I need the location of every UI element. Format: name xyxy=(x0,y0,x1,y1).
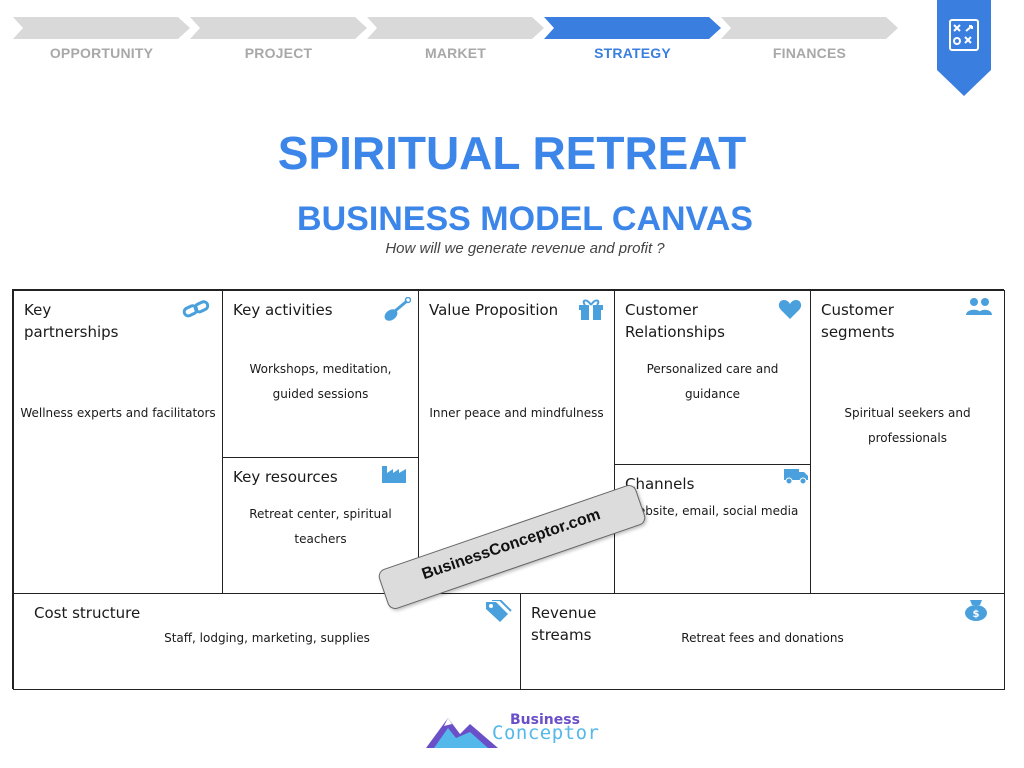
page-title: SPIRITUAL RETREAT xyxy=(277,127,747,179)
cell-title: Customer segments xyxy=(821,301,895,341)
factory-icon xyxy=(382,466,406,483)
strategy-bookmark[interactable] xyxy=(937,0,991,96)
progress-nav: OPPORTUNITY PROJECT MARKET STRATEGY FINA… xyxy=(13,17,898,63)
cell-title: Key activities xyxy=(233,301,333,319)
step-label: FINANCES xyxy=(772,45,847,61)
business-model-canvas: Key partnerships Wellness experts and fa… xyxy=(12,289,1005,690)
tag-icon xyxy=(486,600,512,622)
users-icon xyxy=(966,298,992,315)
step-opportunity[interactable]: OPPORTUNITY xyxy=(13,17,190,63)
cell-customer-relationships: Customer Relationships Personalized care… xyxy=(614,290,811,465)
step-finances[interactable]: FINANCES xyxy=(721,17,898,63)
cell-title: Revenue streams xyxy=(531,604,597,644)
cell-body: Inner peace and mindfulness xyxy=(429,406,604,420)
link-icon xyxy=(182,300,210,318)
step-project[interactable]: PROJECT xyxy=(190,17,367,63)
step-label: PROJECT xyxy=(244,45,313,61)
cell-body: Retreat fees and donations xyxy=(681,631,844,645)
cell-key-partnerships: Key partnerships Wellness experts and fa… xyxy=(13,290,223,594)
step-label: MARKET xyxy=(424,45,487,61)
cell-key-activities: Key activities Workshops, meditation, gu… xyxy=(222,290,419,458)
heart-icon xyxy=(778,300,802,319)
page-question: How will we generate revenue and profit … xyxy=(385,240,665,257)
cell-body: Spiritual seekers and professionals xyxy=(844,406,971,445)
cell-title: Value Proposition xyxy=(429,301,559,319)
cell-title: Channels xyxy=(625,475,695,493)
money-bag-icon: $ xyxy=(965,600,987,621)
cell-customer-segments: Customer segments Spiritual seekers and … xyxy=(810,290,1005,594)
step-label: STRATEGY xyxy=(594,45,671,61)
cell-channels: Channels Website, email, social media xyxy=(614,464,811,594)
business-conceptor-logo[interactable]: Business Conceptor xyxy=(426,708,606,752)
step-market[interactable]: MARKET xyxy=(367,17,544,63)
cell-body: Personalized care and guidance xyxy=(646,362,779,401)
strategy-board-icon xyxy=(949,19,979,51)
gift-icon xyxy=(579,299,603,320)
cell-body: Workshops, meditation, guided sessions xyxy=(249,362,392,401)
cell-body: Retreat center, spiritual teachers xyxy=(249,507,392,546)
step-strategy[interactable]: STRATEGY xyxy=(544,17,721,63)
cell-revenue-streams: Revenue streams $ Retreat fees and donat… xyxy=(520,593,1005,690)
logo-line1: Business xyxy=(510,712,580,728)
cell-body: Website, email, social media xyxy=(626,504,799,518)
cell-title: Customer Relationships xyxy=(625,301,725,341)
cell-title: Key resources xyxy=(233,468,338,486)
truck-icon xyxy=(784,469,808,485)
logo-line2: Conceptor xyxy=(492,722,600,744)
cell-title: Cost structure xyxy=(34,604,141,622)
cell-body: Staff, lodging, marketing, supplies xyxy=(164,631,370,645)
mountain-logo-icon xyxy=(426,718,498,748)
step-label: OPPORTUNITY xyxy=(49,45,154,61)
svg-text:$: $ xyxy=(973,609,980,620)
shovel-icon xyxy=(384,297,411,321)
cell-cost-structure: Cost structure Staff, lodging, marketing… xyxy=(13,593,521,690)
cell-title: Key partnerships xyxy=(24,301,119,341)
page-subtitle: BUSINESS MODEL CANVAS xyxy=(297,200,753,238)
cell-body: Wellness experts and facilitators xyxy=(20,406,216,420)
